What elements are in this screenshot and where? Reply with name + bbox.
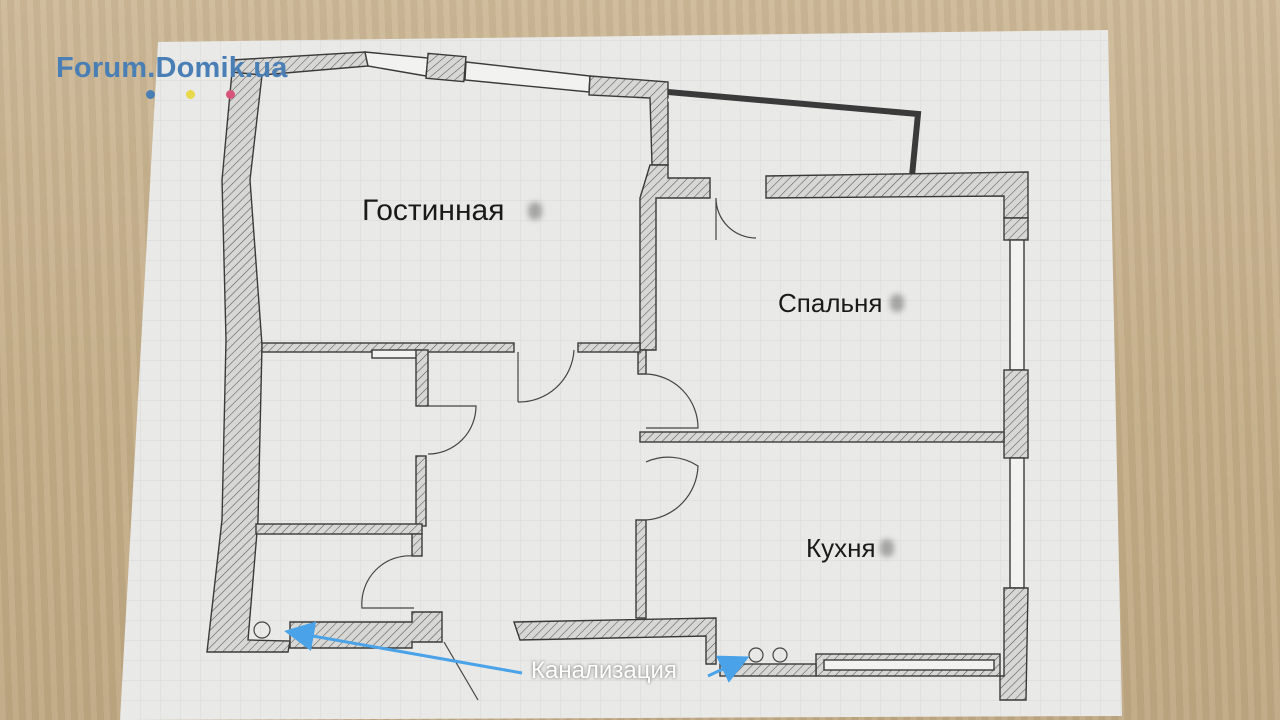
door-bath xyxy=(361,555,415,609)
wall-top-pier xyxy=(425,52,467,83)
door-entrance xyxy=(443,641,479,701)
arrow-to-kitchen-outlet xyxy=(707,655,750,683)
wall-hall-upper xyxy=(637,349,647,375)
wall-kitchen-ledge xyxy=(719,663,817,677)
paper-grid xyxy=(120,30,1122,720)
sewer-outlet-bath xyxy=(253,621,271,639)
door-hall-bedroom xyxy=(645,373,699,429)
blurred-area xyxy=(890,294,904,312)
door-bedroom xyxy=(715,197,757,240)
wall-bath-right xyxy=(411,533,423,557)
wall-bottom-kitchen xyxy=(513,617,717,665)
sewer-outlets xyxy=(253,621,788,663)
wall-hall-lower xyxy=(635,519,647,619)
balcony-outline xyxy=(667,89,922,177)
door-closet xyxy=(427,405,477,455)
arrow-to-bath-outlet xyxy=(284,621,523,675)
door-living xyxy=(517,349,575,403)
wall-right-top-pier xyxy=(1003,217,1029,241)
room-label-bedroom: Спальня xyxy=(778,288,883,318)
blurred-area xyxy=(528,202,542,220)
wall-closet-right xyxy=(415,349,429,407)
sewer-outlet-kitchen-1 xyxy=(748,647,764,663)
sewer-outlet-kitchen-2 xyxy=(772,647,788,663)
wall-top-left xyxy=(231,51,369,76)
annotation-arrows xyxy=(284,621,750,683)
wall-right-bottom-pier xyxy=(999,587,1029,701)
window-right-upper xyxy=(1009,239,1025,371)
room-label-living-room: Гостинная xyxy=(362,194,505,227)
door-kitchen xyxy=(645,456,699,521)
wall-right-mid-pier xyxy=(1003,369,1029,459)
room-label-kitchen: Кухня xyxy=(806,533,876,563)
blurred-area xyxy=(880,539,894,557)
watermark-logo: Forum.Domik.ua xyxy=(56,52,288,84)
wall-living-bedroom xyxy=(639,164,711,351)
watermark-dot-yellow xyxy=(186,90,195,99)
wall-kitchen-shelf xyxy=(823,659,995,671)
annotation-label-sewer: Канализация xyxy=(531,657,677,684)
watermark-dot-pink xyxy=(226,90,235,99)
wall-bath-divider xyxy=(255,523,423,535)
window-right-lower xyxy=(1009,457,1025,589)
wall-niche xyxy=(371,349,421,359)
doors xyxy=(361,197,757,701)
wall-living-bottom-right xyxy=(577,342,641,353)
watermark-dot-blue xyxy=(146,90,155,99)
wall-bedroom-kitchen xyxy=(639,431,1005,443)
walls xyxy=(206,51,1029,701)
wall-closet-right-lower xyxy=(415,455,427,527)
